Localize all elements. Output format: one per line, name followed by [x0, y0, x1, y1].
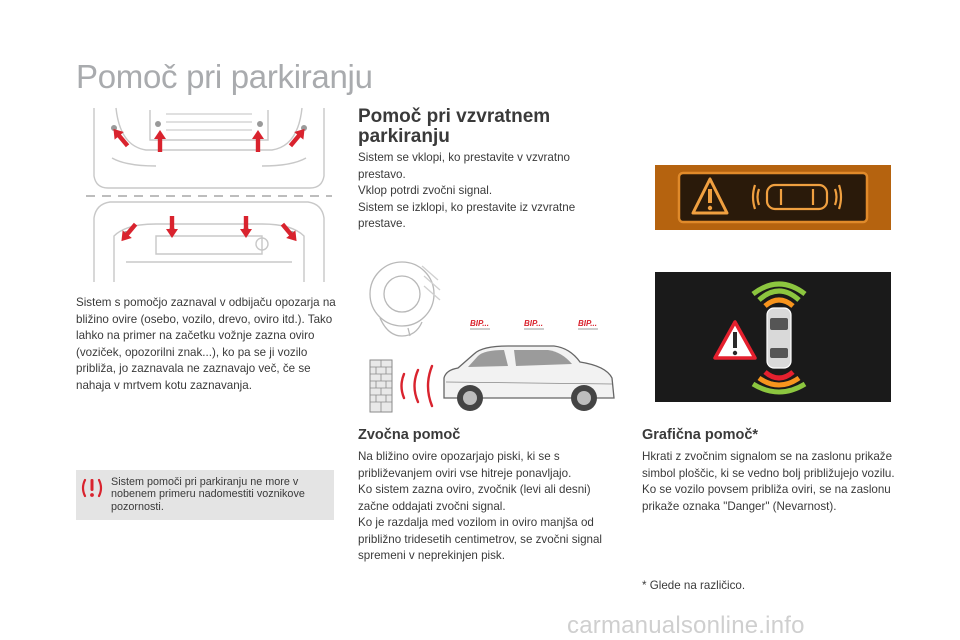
sensor-arrow [113, 128, 130, 148]
reverse-description: Sistem se vklopi, ko prestavite v vzvrat… [358, 150, 608, 233]
sound-description: Na bližino ovire opozarjajo piski, ki se… [358, 449, 618, 565]
reverse-line: Sistem se vklopi, ko prestavite v vzvrat… [358, 151, 570, 181]
graphic-line: Hkrati z zvočnim signalom se na zaslonu … [642, 450, 895, 480]
watermark: carmanualsonline.info [567, 612, 805, 639]
graphic-assistance-display [655, 272, 891, 402]
section-heading-reverse: Pomoč pri vzvratnem parkiranju [358, 106, 551, 147]
sensor-arrow [121, 222, 138, 242]
rear-proximity-zones [751, 370, 807, 395]
sensor-arrow [280, 222, 297, 242]
brick-wall-icon [369, 359, 393, 413]
sound-line: Ko je razdalja med vozilom in oviro manj… [358, 516, 603, 562]
reverse-line: Sistem se izklopi, ko prestavite iz vzvr… [358, 200, 576, 231]
audible-assistance-illustration: BIP... BIP... BIP... [369, 261, 615, 413]
sound-line: Ko sistem zazna oviro, zvočnik (levi ali… [358, 483, 591, 513]
sound-waves [400, 364, 434, 408]
car-sensor-icon [751, 183, 843, 211]
warning-text: Sistem pomoči pri parkiranju ne more v n… [111, 476, 305, 513]
sensor-arrow [166, 216, 178, 238]
intro-paragraph: Sistem s pomočjo zaznaval v odbijaču opo… [76, 296, 336, 392]
warning-triangle-icon [691, 177, 729, 215]
section-heading-graphic: Grafična pomoč* [642, 427, 759, 443]
danger-triangle-icon [713, 320, 757, 360]
section-heading-sound: Zvočna pomoč [358, 427, 461, 443]
bumper-sensors-diagram [86, 107, 332, 282]
parking-warning-panel [655, 165, 891, 230]
sensor-arrow [240, 216, 252, 238]
sensor-arrow [288, 128, 305, 148]
beep-label: BIP... [578, 319, 597, 328]
graphic-description: Hkrati z zvočnim signalom se na zaslonu … [642, 449, 912, 515]
reverse-line: Vklop potrdi zvočni signal. [358, 184, 493, 197]
beep-label: BIP... [470, 319, 489, 328]
sound-line: Na bližino ovire opozarjajo piski, ki se… [358, 450, 572, 480]
sensor-arrow [154, 130, 166, 152]
graphic-line: Ko se vozilo povsem približa oviri, se n… [642, 483, 891, 513]
page-title: Pomoč pri parkiranju [76, 58, 373, 95]
speaker-icon [369, 261, 441, 337]
warning-box [76, 470, 334, 520]
footnote: * Glede na različico. [642, 579, 746, 592]
front-proximity-zones [751, 281, 807, 308]
warning-exclamation-icon [81, 478, 103, 498]
sensor-arrow [252, 130, 264, 152]
beep-label: BIP... [524, 319, 543, 328]
car-side-icon [443, 345, 615, 411]
car-top-view-icon [766, 307, 792, 369]
